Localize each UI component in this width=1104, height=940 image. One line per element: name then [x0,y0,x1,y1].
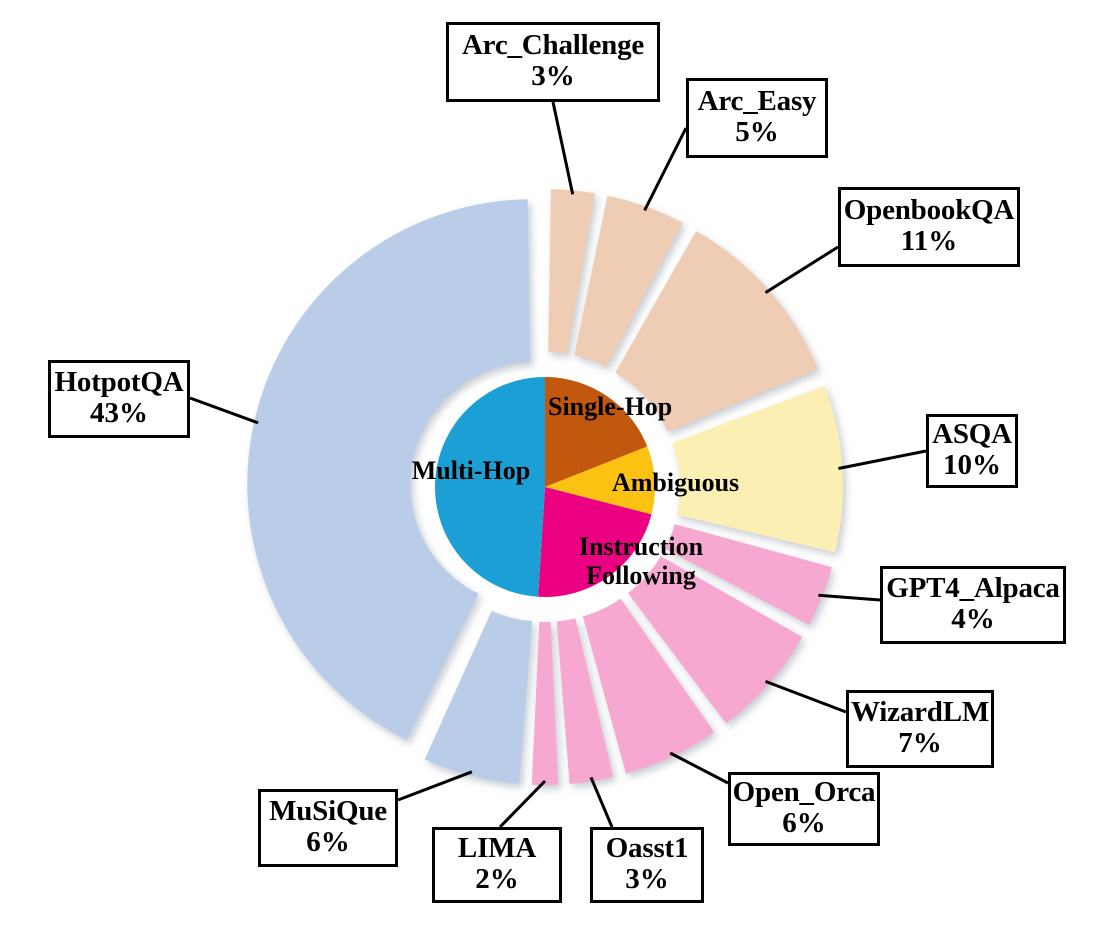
outer-slice-open-orca[interactable] [582,598,715,774]
leader-line-gpt4-alpaca [818,593,881,602]
callout-arc-easy[interactable]: Arc_Easy 5% [686,78,828,158]
callout-asqa-pct: 10% [943,449,1001,481]
leader-line-asqa [838,449,927,470]
outer-slice-hotpotqa[interactable] [247,199,531,740]
callout-asqa-name: ASQA [932,417,1012,450]
callout-arc-challenge[interactable]: Arc_Challenge 3% [446,22,660,102]
leader-line-oasst1 [589,776,614,828]
leader-line-lima [498,779,547,829]
callout-arc-easy-name: Arc_Easy [697,84,817,117]
outer-slice-arc-easy[interactable] [574,195,683,367]
inner-slice-single-hop[interactable] [545,377,648,487]
callout-gpt4-alpaca[interactable]: GPT4_Alpaca 4% [880,566,1066,644]
callout-oasst1[interactable]: Oasst1 3% [590,827,704,903]
leader-line-arc-easy [643,127,688,212]
inner-ring-group [434,377,655,597]
callout-gpt4-alpaca-name: GPT4_Alpaca [886,571,1060,604]
callout-openbookqa[interactable]: OpenbookQA 11% [838,187,1020,267]
callout-arc-easy-pct: 5% [735,116,779,148]
outer-slice-openbookqa[interactable] [615,230,818,432]
callout-open-orca[interactable]: Open_Orca 6% [728,772,880,846]
callout-hotpotqa-pct: 43% [90,397,148,429]
callout-openbookqa-pct: 11% [900,225,958,257]
outer-slice-asqa[interactable] [672,385,843,553]
outer-slice-oasst1[interactable] [556,618,614,784]
callout-musique-name: MuSiQue [269,794,387,827]
callout-hotpotqa[interactable]: HotpotQA 43% [48,360,190,438]
leader-line-hotpotqa [189,396,259,425]
callout-asqa[interactable]: ASQA 10% [926,414,1018,488]
callout-arc-challenge-name: Arc_Challenge [461,28,645,61]
callout-open-orca-pct: 6% [782,807,826,839]
inner-slice-instruction-following[interactable] [538,487,652,597]
leader-line-openbookqa [764,245,839,294]
outer-slice-lima[interactable] [531,621,559,785]
callout-lima[interactable]: LIMA 2% [432,827,562,903]
leader-line-musique [397,770,473,802]
callout-lima-name: LIMA [457,831,537,864]
callout-lima-pct: 2% [475,863,519,895]
leader-lines-group [189,101,927,829]
callout-open-orca-name: Open_Orca [732,775,876,808]
outer-ring-group [247,189,843,785]
callout-musique[interactable]: MuSiQue 6% [258,789,398,867]
callout-musique-pct: 6% [306,826,350,858]
callout-oasst1-name: Oasst1 [605,831,689,864]
outer-slice-arc-challenge[interactable] [548,189,595,354]
callout-wizardlm-name: WizardLM [850,695,990,728]
callout-gpt4-alpaca-pct: 4% [951,603,995,635]
callout-wizardlm[interactable]: WizardLM 7% [846,690,994,768]
leader-line-wizardlm [764,679,847,714]
leader-line-arc-challenge [551,101,575,195]
callout-wizardlm-pct: 7% [898,727,942,759]
callout-openbookqa-name: OpenbookQA [843,193,1015,226]
callout-arc-challenge-pct: 3% [531,60,575,92]
callout-oasst1-pct: 3% [625,863,669,895]
outer-slice-musique[interactable] [424,610,533,784]
outer-slice-wizardlm[interactable] [628,556,803,724]
inner-slice-ambiguous[interactable] [545,446,655,515]
leader-line-open-orca [669,751,729,785]
callout-hotpotqa-name: HotpotQA [54,365,184,398]
outer-slice-gpt4-alpaca[interactable] [664,524,832,625]
inner-slice-multi-hop[interactable] [434,377,545,597]
